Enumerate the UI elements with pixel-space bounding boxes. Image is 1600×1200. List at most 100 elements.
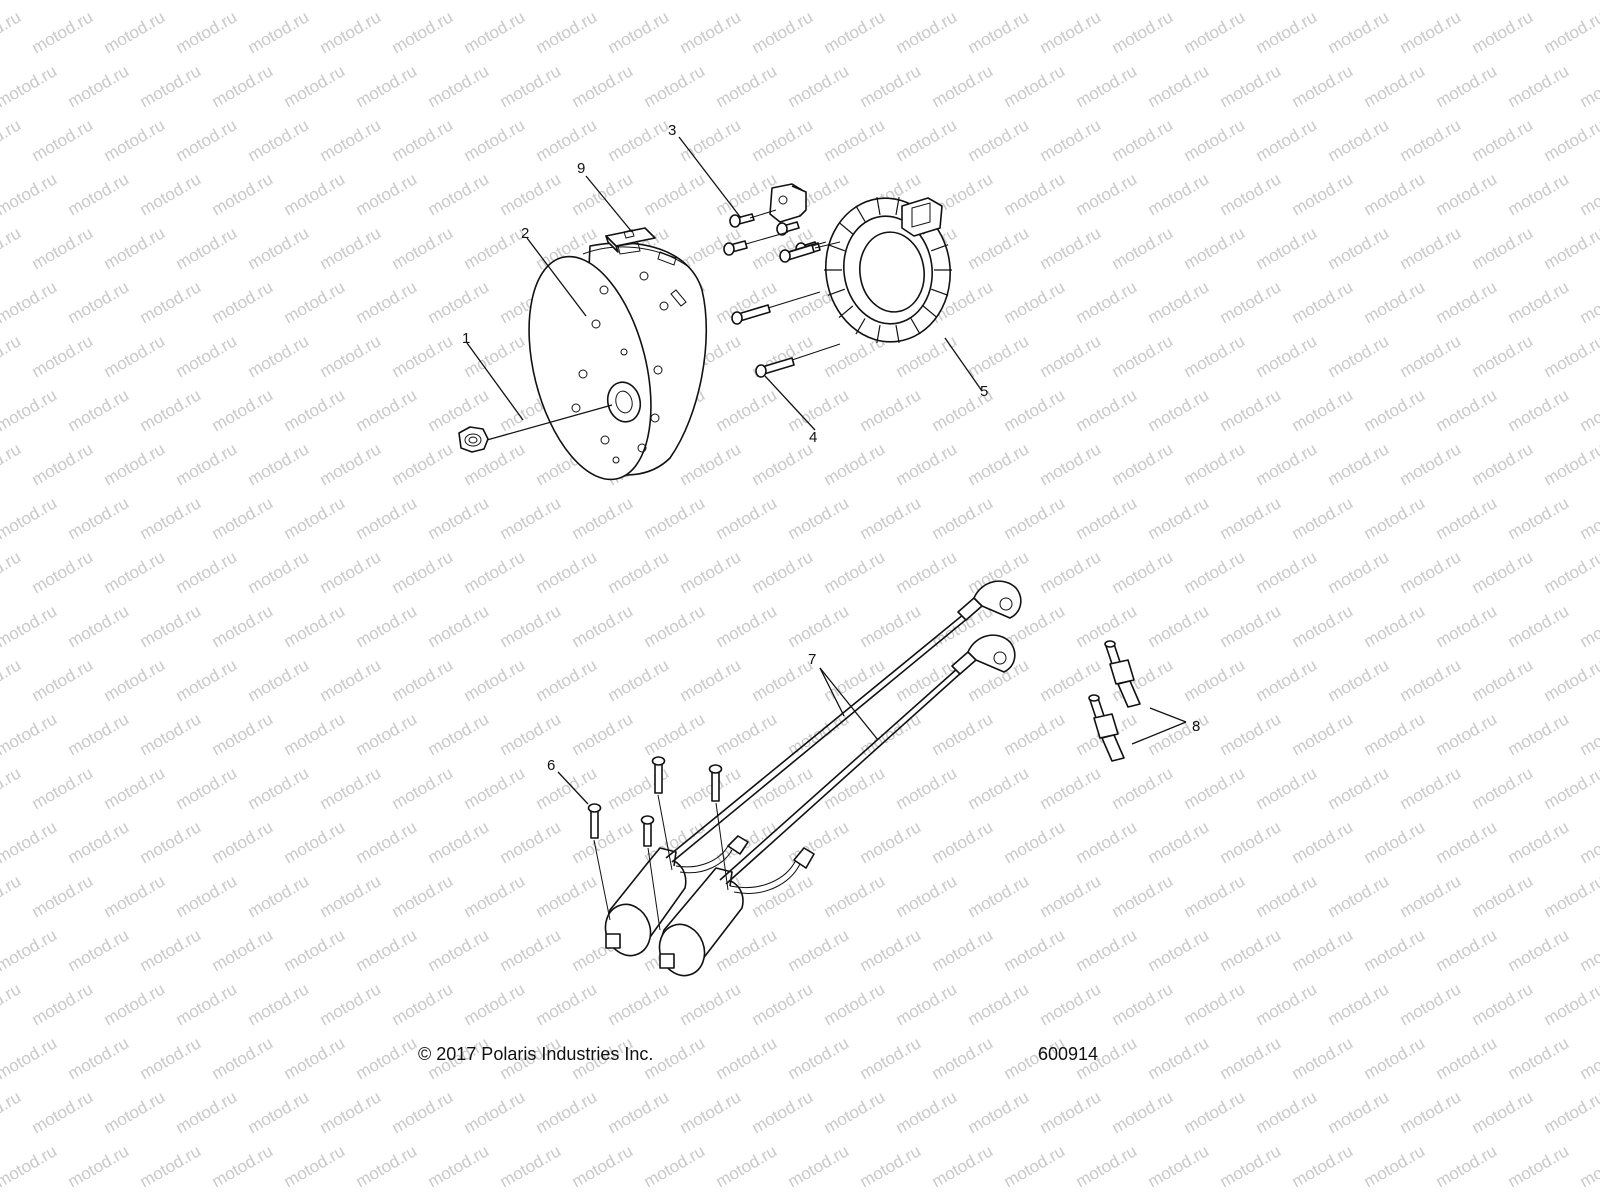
- watermark-text: motod.ru: [1325, 115, 1393, 165]
- watermark-text: motod.ru: [1469, 223, 1537, 273]
- watermark-text: motod.ru: [0, 925, 60, 975]
- watermark-text: motod.ru: [1325, 7, 1393, 57]
- callout-4: 4: [809, 429, 817, 446]
- watermark-text: motod.ru: [1469, 871, 1537, 921]
- watermark-text: motod.ru: [1145, 385, 1213, 435]
- watermark-text: motod.ru: [137, 601, 205, 651]
- watermark-text: motod.ru: [101, 655, 169, 705]
- watermark-text: motod.ru: [1109, 7, 1177, 57]
- watermark-text: motod.ru: [569, 709, 637, 759]
- watermark-text: motod.ru: [317, 655, 385, 705]
- watermark-text: motod.ru: [173, 979, 241, 1029]
- watermark-text: motod.ru: [1541, 331, 1600, 381]
- watermark-text: motod.ru: [857, 601, 925, 651]
- watermark-text: motod.ru: [101, 1087, 169, 1137]
- watermark-text: motod.ru: [785, 0, 853, 3]
- watermark-text: motod.ru: [1037, 547, 1105, 597]
- watermark-text: motod.ru: [749, 979, 817, 1029]
- watermark-text: motod.ru: [1361, 925, 1429, 975]
- watermark-text: motod.ru: [497, 709, 565, 759]
- watermark-text: motod.ru: [173, 223, 241, 273]
- spark-plug-wire-rear: [665, 580, 1022, 863]
- stator-screw-a: [723, 240, 748, 256]
- watermark-text: motod.ru: [1325, 979, 1393, 1029]
- watermark-text: motod.ru: [785, 493, 853, 543]
- watermark-text: motod.ru: [389, 1087, 457, 1137]
- watermark-text: motod.ru: [29, 7, 97, 57]
- watermark-text: motod.ru: [317, 763, 385, 813]
- stator-tooth: [922, 305, 938, 319]
- stator-tooth: [827, 244, 846, 252]
- stator-tooth: [895, 196, 900, 216]
- watermark-text: motod.ru: [0, 1033, 60, 1083]
- watermark-text: motod.ru: [1145, 169, 1213, 219]
- flywheel-nut: [458, 426, 489, 453]
- watermark-text: motod.ru: [1253, 871, 1321, 921]
- watermark-text: motod.ru: [1469, 331, 1537, 381]
- watermark-text: motod.ru: [605, 547, 673, 597]
- watermark-text: motod.ru: [353, 925, 421, 975]
- watermark-text: motod.ru: [1217, 925, 1285, 975]
- watermark-text: motod.ru: [353, 709, 421, 759]
- watermark-text: motod.ru: [713, 493, 781, 543]
- watermark-text: motod.ru: [965, 439, 1033, 489]
- watermark-text: motod.ru: [1001, 277, 1069, 327]
- watermark-text: motod.ru: [425, 493, 493, 543]
- watermark-text: motod.ru: [1289, 0, 1357, 3]
- watermark-text: motod.ru: [1037, 223, 1105, 273]
- watermark-text: motod.ru: [1505, 601, 1573, 651]
- watermark-text: motod.ru: [1217, 1141, 1285, 1191]
- watermark-text: motod.ru: [1001, 817, 1069, 867]
- watermark-text: motod.ru: [245, 979, 313, 1029]
- watermark-text: motod.ru: [1577, 601, 1600, 651]
- stator-tooth: [827, 288, 846, 296]
- watermark-text: motod.ru: [1577, 925, 1600, 975]
- watermark-text: motod.ru: [461, 763, 529, 813]
- watermark-text: motod.ru: [677, 7, 745, 57]
- callout-3: 3: [668, 122, 676, 139]
- watermark-text: motod.ru: [1145, 0, 1213, 3]
- watermark-text: motod.ru: [101, 7, 169, 57]
- watermark-text: motod.ru: [1217, 601, 1285, 651]
- watermark-text: motod.ru: [1145, 277, 1213, 327]
- watermark-text: motod.ru: [1037, 979, 1105, 1029]
- watermark-text: motod.ru: [1217, 385, 1285, 435]
- watermark-text: motod.ru: [137, 709, 205, 759]
- watermark-text: motod.ru: [569, 61, 637, 111]
- watermark-text: motod.ru: [677, 115, 745, 165]
- watermark-text: motod.ru: [0, 439, 24, 489]
- watermark-text: motod.ru: [929, 61, 997, 111]
- watermark-text: motod.ru: [1289, 1141, 1357, 1191]
- watermark-text: motod.ru: [1109, 871, 1177, 921]
- watermark-text: motod.ru: [389, 115, 457, 165]
- coil-bolt-3: [708, 764, 723, 802]
- watermark-text: motod.ru: [353, 277, 421, 327]
- watermark-text: motod.ru: [641, 61, 709, 111]
- watermark-text: motod.ru: [1433, 709, 1501, 759]
- watermark-text: motod.ru: [605, 115, 673, 165]
- watermark-text: motod.ru: [1181, 331, 1249, 381]
- watermark-text: motod.ru: [1289, 385, 1357, 435]
- callout-9: 9: [577, 160, 585, 177]
- watermark-text: motod.ru: [1073, 0, 1141, 3]
- watermark-text: motod.ru: [605, 979, 673, 1029]
- watermark-text: motod.ru: [1577, 169, 1600, 219]
- watermark-text: motod.ru: [677, 655, 745, 705]
- watermark-text: motod.ru: [281, 277, 349, 327]
- watermark-text: motod.ru: [137, 169, 205, 219]
- watermark-text: motod.ru: [821, 7, 889, 57]
- watermark-text: motod.ru: [929, 709, 997, 759]
- watermark-text: motod.ru: [1541, 7, 1600, 57]
- watermark-text: motod.ru: [497, 169, 565, 219]
- watermark-text: motod.ru: [497, 601, 565, 651]
- watermark-text: motod.ru: [857, 1141, 925, 1191]
- watermark-text: motod.ru: [1253, 331, 1321, 381]
- watermark-text: motod.ru: [389, 547, 457, 597]
- watermark-text: motod.ru: [1433, 493, 1501, 543]
- watermark-text: motod.ru: [245, 871, 313, 921]
- watermark-text: motod.ru: [713, 385, 781, 435]
- watermark-text: motod.ru: [1397, 1087, 1465, 1137]
- watermark-text: motod.ru: [209, 817, 277, 867]
- watermark-text: motod.ru: [497, 925, 565, 975]
- watermark-text: motod.ru: [1289, 1033, 1357, 1083]
